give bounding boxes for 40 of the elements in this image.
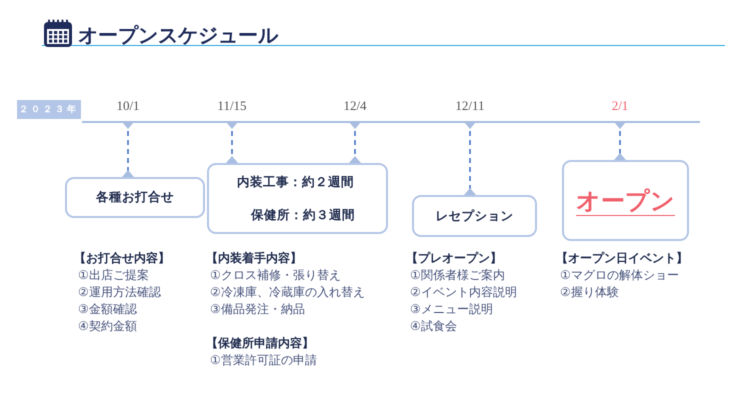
dashed-connector: [349, 122, 361, 163]
dashed-connector: [464, 122, 476, 195]
list-heading: 【保健所申請内容】: [206, 335, 314, 352]
date-label: 2/1: [595, 98, 645, 122]
list-item: ③備品発注・納品: [210, 301, 305, 318]
list-item: ④試食会: [410, 318, 457, 335]
list-heading: 【プレオープン】: [406, 250, 502, 267]
event-text: 保健所：約３週間: [251, 206, 355, 224]
list-item: ②運用方法確認: [78, 284, 161, 301]
event-box: [65, 177, 205, 218]
list-item: ②冷凍庫、冷蔵庫の入れ替え: [210, 284, 365, 301]
year-tag: ２０２３年: [17, 100, 81, 119]
dashed-connector: [122, 122, 134, 177]
list-item: ①マグロの解体ショー: [560, 267, 679, 284]
list-item: ②イベント内容説明: [410, 284, 517, 301]
event-title: オープン: [576, 186, 675, 216]
list-item: ①クロス補修・張り替え: [210, 267, 341, 284]
date-label: 12/4: [330, 98, 380, 122]
event-text: 各種お打合せ: [96, 189, 174, 206]
event-text: 内装工事：約２週間: [237, 174, 354, 190]
dashed-connector: [226, 122, 238, 163]
event-text: レセプション: [436, 208, 514, 224]
list-item: ③金額確認: [78, 301, 137, 318]
event-box: [412, 195, 537, 237]
event-box: [207, 163, 388, 234]
list-item: ④契約金額: [78, 318, 137, 335]
title: オープンスケジュール: [78, 22, 278, 49]
list-heading: 【オープン日イベント】: [556, 250, 688, 267]
list-item: ①営業許可証の申請: [210, 352, 317, 369]
dashed-connector: [614, 122, 626, 160]
list-item: ③メニュー説明: [410, 301, 493, 318]
list-item: ①関係者様ご案内: [410, 267, 505, 284]
event-box: [562, 160, 689, 241]
list-heading: 【お打合せ内容】: [74, 250, 170, 267]
list-heading: 【内装着手内容】: [206, 250, 302, 267]
list-item: ②握り体験: [560, 284, 619, 301]
date-label: 10/1: [103, 98, 153, 122]
date-label: 12/11: [445, 98, 495, 122]
date-label: 11/15: [207, 98, 257, 122]
list-item: ①出店ご提案: [78, 267, 149, 284]
